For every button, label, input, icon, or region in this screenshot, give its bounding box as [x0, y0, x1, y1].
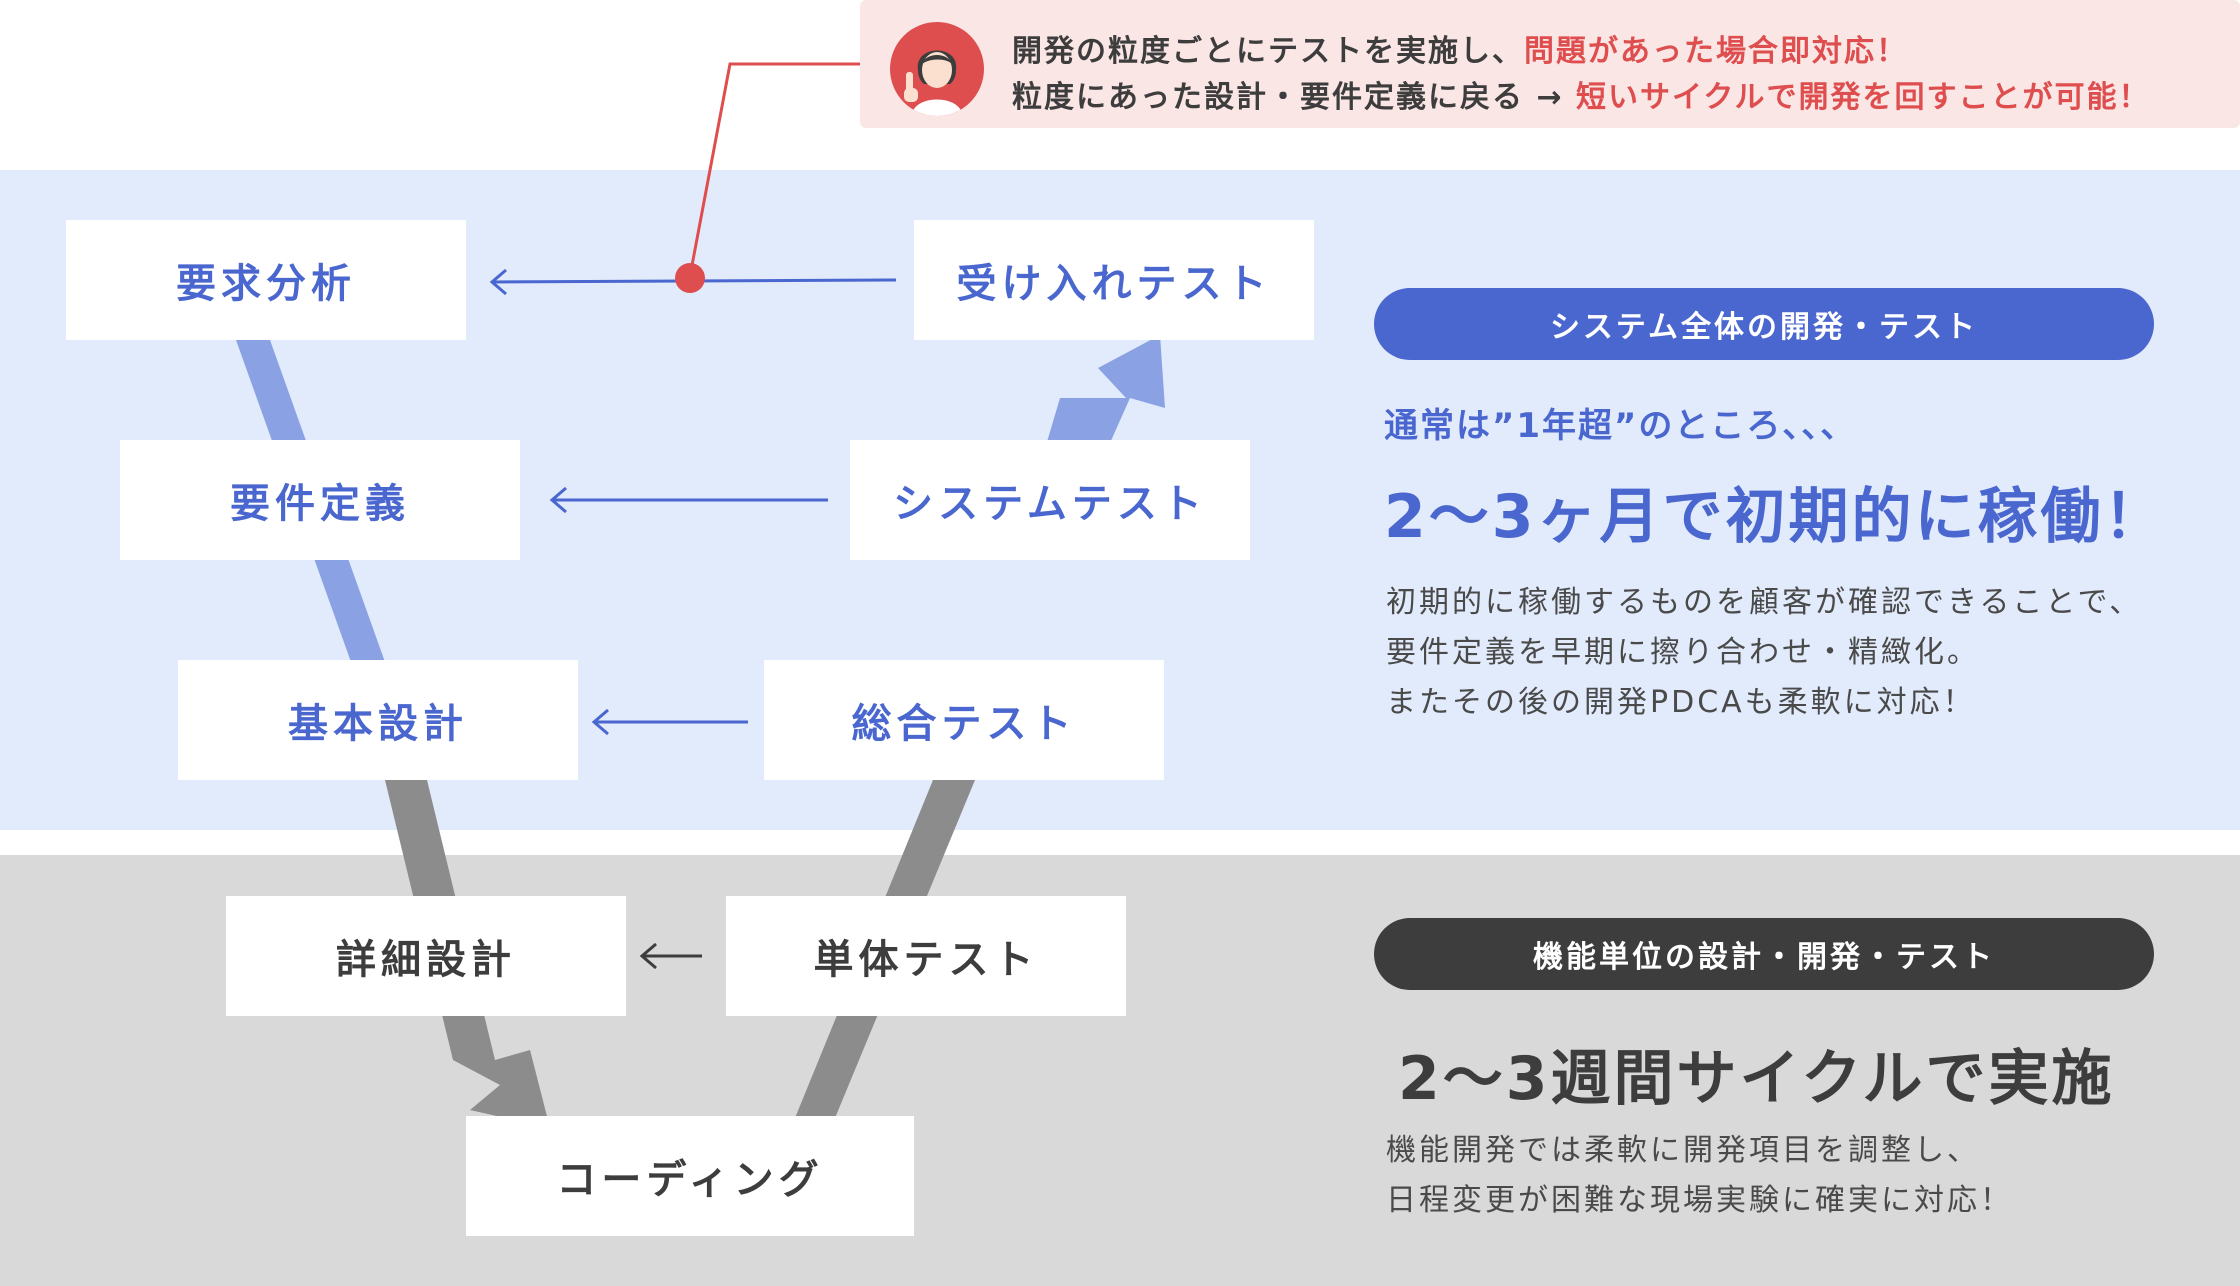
feature-pill: 機能単位の設計・開発・テスト: [1374, 918, 2154, 990]
feature-headline: 2〜3週間サイクルで実施: [1398, 1044, 2115, 1114]
label-requirements-definition: 要件定義: [230, 481, 410, 527]
feature-body-line: 日程変更が困難な現場実験に確実に対応！: [1386, 1183, 2013, 1218]
callout-line-2-prefix: 粒度にあった設計・要件定義に戻る →: [1012, 80, 1577, 115]
callout-line-1-highlight: 問題があった場合即対応！: [1524, 34, 1908, 69]
label-unit-test: 単体テスト: [813, 937, 1039, 983]
box-unit-test: 単体テスト: [726, 896, 1126, 1016]
box-coding: コーディング: [466, 1116, 914, 1236]
label-acceptance-test: 受け入れテスト: [956, 261, 1272, 307]
system-body-line: またその後の開発PDCAも柔軟に対応！: [1386, 685, 1976, 720]
box-requirements-analysis: 要求分析: [66, 220, 466, 340]
box-acceptance-test: 受け入れテスト: [914, 220, 1314, 340]
box-integration-test: 総合テスト: [764, 660, 1164, 780]
system-body: 初期的に稼働するものを顧客が確認できることで、 要件定義を早期に擦り合わせ・精緻…: [1386, 578, 2142, 728]
feature-body: 機能開発では柔軟に開発項目を調整し、 日程変更が困難な現場実験に確実に対応！: [1386, 1126, 2013, 1226]
callout-banner: [860, 0, 2240, 128]
system-body-line: 要件定義を早期に擦り合わせ・精緻化。: [1386, 635, 1980, 670]
label-detailed-design: 詳細設計: [336, 937, 516, 983]
box-basic-design: 基本設計: [178, 660, 578, 780]
label-integration-test: 総合テスト: [851, 701, 1077, 747]
feature-body-line: 機能開発では柔軟に開発項目を調整し、: [1386, 1133, 1980, 1168]
callout-line-2-highlight: 短いサイクルで開発を回すことが可能！: [1576, 80, 2151, 115]
callout-line-2: 粒度にあった設計・要件定義に戻る → 短いサイクルで開発を回すことが可能！: [1012, 72, 2151, 116]
label-requirements-analysis: 要求分析: [176, 261, 356, 307]
label-basic-design: 基本設計: [288, 701, 468, 747]
callout-pointer-line: [688, 62, 860, 277]
feature-pill-label: 機能単位の設計・開発・テスト: [1533, 940, 1995, 975]
callout-line-1: 開発の粒度ごとにテストを実施し、問題があった場合即対応！: [1012, 26, 1908, 70]
box-system-test: システムテスト: [850, 440, 1250, 560]
presenter-avatar-icon: [890, 22, 984, 116]
callout-line-1-prefix: 開発の粒度ごとにテストを実施し、: [1012, 34, 1524, 69]
callout-pointer-dot: [675, 263, 705, 293]
label-coding: コーディング: [556, 1157, 824, 1203]
system-pill: システム全体の開発・テスト: [1374, 288, 2154, 360]
label-system-test: システムテスト: [893, 481, 1207, 527]
system-subhead: 通常は”1年超”のところ、、、: [1384, 406, 1857, 446]
box-requirements-definition: 要件定義: [120, 440, 520, 560]
system-pill-label: システム全体の開発・テスト: [1549, 310, 1979, 345]
system-body-line: 初期的に稼働するものを顧客が確認できることで、: [1386, 585, 2143, 620]
box-detailed-design: 詳細設計: [226, 896, 626, 1016]
system-headline: 2〜3ヶ月で初期的に稼働！: [1384, 482, 2167, 552]
